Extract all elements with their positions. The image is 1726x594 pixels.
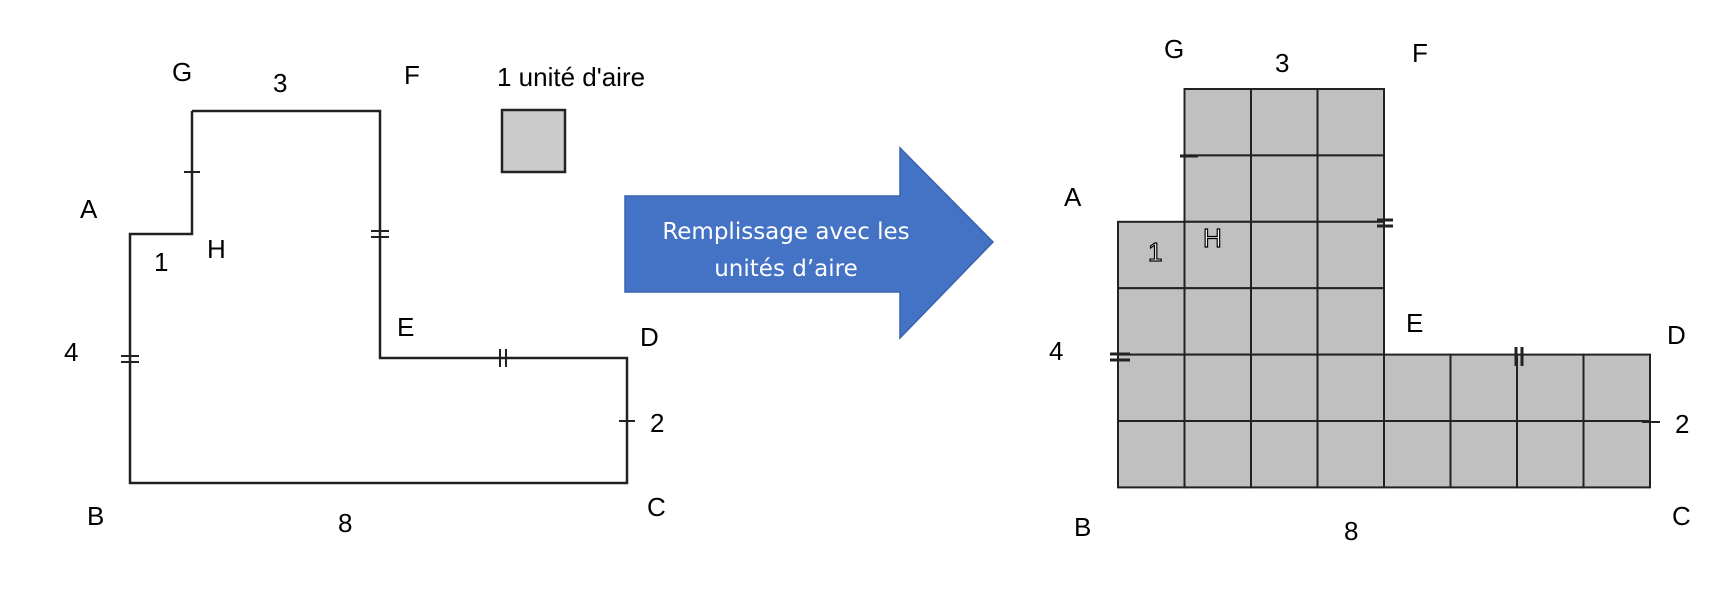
grid-cell <box>1516 420 1585 489</box>
grid-cell <box>1183 353 1252 423</box>
arrow-shape <box>624 146 995 340</box>
left-figure: G F A H E D B C 3 1 4 2 8 <box>64 57 666 538</box>
grid-cell <box>1516 353 1585 423</box>
vertex-label-b: B <box>87 501 104 531</box>
grid-cell <box>1183 88 1252 157</box>
grid-cell <box>1449 420 1518 489</box>
double-tick-ab <box>121 355 139 363</box>
unit-legend: 1 unité d'aire <box>497 62 645 174</box>
vertex-label-g: G <box>172 57 192 87</box>
length-label-bc: 8 <box>338 508 352 538</box>
grid-cell <box>1183 154 1252 223</box>
vertex-label-a-right: A <box>1064 182 1082 212</box>
double-tick-ed-right <box>1514 347 1524 366</box>
grid-cell <box>1183 420 1252 489</box>
vertex-label-h: H <box>207 234 226 264</box>
vertex-label-f: F <box>404 60 420 90</box>
grid-cell <box>1449 353 1518 423</box>
length-label-gf-right: 3 <box>1275 48 1289 78</box>
length-label-ah-right: 1 <box>1148 237 1162 267</box>
grid-cell <box>1117 287 1186 356</box>
vertex-label-c: C <box>647 492 666 522</box>
grid-cell <box>1250 88 1319 157</box>
grid-cell <box>1183 287 1252 356</box>
vertex-label-d-right: D <box>1667 320 1686 350</box>
grid-cell <box>1316 420 1385 489</box>
vertex-label-g-right: G <box>1164 34 1184 64</box>
grid-cell <box>1383 353 1452 423</box>
grid-cell <box>1582 420 1651 489</box>
double-tick-ab-right <box>1110 352 1130 362</box>
grid-cell <box>1250 220 1319 290</box>
grid-cell <box>1183 220 1252 290</box>
grid-cell <box>1316 154 1385 223</box>
vertex-label-d: D <box>640 322 659 352</box>
grid-cell <box>1316 220 1385 290</box>
length-label-bc-right: 8 <box>1344 516 1358 546</box>
grid-cell <box>1250 287 1319 356</box>
grid-cell <box>1250 353 1319 423</box>
grid-cell <box>1316 88 1385 157</box>
length-label-cd-right: 2 <box>1675 409 1689 439</box>
arrow-text-line-1: Remplissage avec les <box>662 219 909 245</box>
length-label-cd: 2 <box>650 408 664 438</box>
double-tick-ef <box>371 230 389 238</box>
vertex-label-c-right: C <box>1672 501 1691 531</box>
grid-cell <box>1383 420 1452 489</box>
vertex-label-h-right: H <box>1203 223 1222 253</box>
grid-cell <box>1117 420 1186 489</box>
grid-cell <box>1250 154 1319 223</box>
unit-legend-label: 1 unité d'aire <box>497 62 645 92</box>
vertex-label-e: E <box>397 312 414 342</box>
grid-cell <box>1117 220 1186 290</box>
grid-cells <box>1117 88 1651 489</box>
grid-cell <box>1117 353 1186 423</box>
grid-cell <box>1582 353 1651 423</box>
length-label-ab-right: 4 <box>1049 336 1063 366</box>
vertex-label-e-right: E <box>1406 308 1423 338</box>
arrow-text-line-2: unités d’aire <box>714 256 858 282</box>
length-label-gf: 3 <box>273 68 287 98</box>
grid-cell <box>1316 287 1385 356</box>
transform-arrow: Remplissage avec les unités d’aire <box>624 146 995 340</box>
right-figure: G F A H E D B C 3 1 4 2 8 <box>1049 34 1691 546</box>
double-tick-ef-right <box>1377 218 1393 228</box>
vertex-label-f-right: F <box>1412 38 1428 68</box>
vertex-label-b-right: B <box>1074 512 1091 542</box>
length-label-ab: 4 <box>64 337 78 367</box>
double-tick-ed <box>499 349 507 367</box>
length-label-ah: 1 <box>154 247 168 277</box>
grid-cell <box>1316 353 1385 423</box>
grid-cell <box>1250 420 1319 489</box>
unit-square <box>500 108 567 174</box>
left-polygon-outline <box>128 109 629 485</box>
vertex-label-a: A <box>80 194 98 224</box>
